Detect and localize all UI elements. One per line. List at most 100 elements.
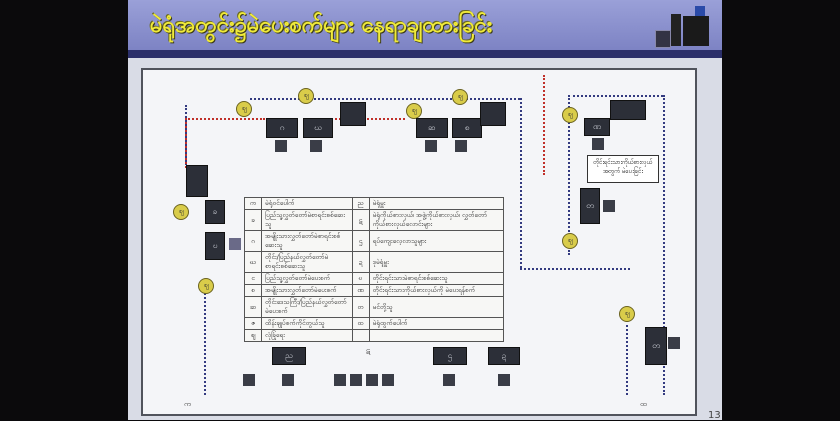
- legend-cell: ရပ်ကျေးလေ့လာသူများ: [368, 230, 505, 252]
- station-box: ဍ: [488, 347, 520, 365]
- legend-cell: မဲရုံဝင်ပေါက်: [261, 197, 353, 210]
- legend-row: ငပြည်သူ့လွှတ်တော်မဲပေးစက်ဎတိုင်းရင်းသားမ…: [244, 272, 505, 285]
- station-box: ဆ: [416, 118, 448, 138]
- official-seat: [603, 200, 615, 212]
- legend-cell: စ: [244, 284, 262, 297]
- station-box: ဌ: [433, 347, 467, 365]
- legend-cell: င: [244, 272, 262, 285]
- guard-marker: ဈ: [173, 204, 189, 220]
- legend-row: စအမျိုးသားလွှတ်တော်မဲပေးစက်ဏတိုင်းရင်းသာ…: [244, 284, 505, 297]
- path-line: [520, 98, 522, 268]
- legend-cell: ဎ: [351, 272, 370, 285]
- legend-row: ကမဲရုံဝင်ပေါက်ညမဲရုံမှူး: [244, 197, 505, 210]
- legend-cell: ခ: [244, 209, 262, 231]
- legend-cell: ည: [351, 197, 370, 210]
- guard-marker: ဈ: [406, 103, 422, 119]
- legend-cell: ဆ: [244, 296, 262, 318]
- official-seat: [668, 337, 680, 349]
- seat: [243, 374, 255, 386]
- official-seat: [310, 140, 322, 152]
- legend-cell: လုံခြုံရေး: [261, 329, 353, 342]
- guard-marker: ဈ: [236, 101, 252, 117]
- legend-cell: ထ: [351, 317, 370, 330]
- legend-cell: ဍ: [351, 251, 370, 273]
- legend-cell: ဈ: [244, 329, 262, 342]
- legend-cell: တိုင်းရင်းသားမဲစာရင်းစစ်ဆေးသူ: [368, 272, 505, 285]
- legend-cell: မဲရုံထွက်ပေါက်: [368, 317, 505, 330]
- machine-box: [186, 165, 208, 197]
- station-box: တ: [580, 188, 600, 224]
- station-box: ဂ: [266, 118, 298, 138]
- legend-cell: အမျိုးသားလွှတ်တော်မဲစာရင်းစစ်ဆေးသူ: [261, 230, 353, 252]
- legend-row: ခပြည်သူ့လွှတ်တော်မဲစာရင်းစစ်ဆေးသူဋမဲရုံက…: [244, 209, 505, 231]
- entry-label: က: [184, 400, 191, 408]
- path-line: [568, 95, 663, 97]
- station-box: စ: [452, 118, 482, 138]
- agent-seat: [350, 374, 362, 386]
- legend-cell: ထိန်းချုပ်စက်ကိုင်တွယ်သူ: [261, 317, 353, 330]
- station-box: ဎ: [205, 232, 225, 260]
- machine-box: [480, 102, 506, 126]
- agent-seat: [382, 374, 394, 386]
- legend-cell: တိုင်း/ပြည်နယ်လွှတ်တော်မဲစာရင်းစစ်ဆေးသူ: [261, 251, 353, 273]
- official-seat: [229, 238, 241, 250]
- legend-row: ဇထိန်းချုပ်စက်ကိုင်တွယ်သူထမဲရုံထွက်ပေါက်: [244, 317, 505, 330]
- legend-cell: ဂ: [244, 230, 262, 252]
- legend-cell: မဲရုံကိုယ်စားလှယ်၊ အဖွဲ့ကိုယ်စားလှယ်၊ လွ…: [368, 209, 505, 231]
- path-line: [520, 268, 630, 270]
- guard-marker: ဈ: [562, 233, 578, 249]
- legend-cell: မဲရုံမှူး: [368, 197, 505, 210]
- agent-seat: [334, 374, 346, 386]
- station-box: ည: [272, 347, 306, 365]
- station-box: ဃ: [303, 118, 333, 138]
- guard-marker: ဈ: [562, 107, 578, 123]
- legend-cell: [351, 329, 370, 342]
- path-line-red: [185, 118, 265, 120]
- guard-marker: ဈ: [619, 306, 635, 322]
- guard-marker: ဈ: [452, 89, 468, 105]
- path-line-red: [543, 75, 545, 175]
- guard-marker: ဈ: [198, 278, 214, 294]
- legend-cell: ပြည်သူ့လွှတ်တော်မဲပေးစက်: [261, 272, 353, 285]
- legend-cell: ဒုမဲရုံမှူး: [368, 251, 505, 273]
- legend-cell: ဃ: [244, 251, 262, 273]
- legend-row: ဃတိုင်း/ပြည်နယ်လွှတ်တော်မဲစာရင်းစစ်ဆေးသူ…: [244, 251, 505, 273]
- ethnic-vote-note: တိုင်းရင်းသားကိုယ်စားလှယ် အတွက် မဲပေးခြင…: [587, 155, 659, 183]
- legend-cell: ဋ: [351, 209, 370, 231]
- legend-cell: တိုင်းဒေသကြီး/ပြည်နယ်လွှတ်တော်မဲပေးစက်: [261, 296, 353, 318]
- legend-cell: ဌ: [351, 230, 370, 252]
- station-box: ဏ: [584, 118, 610, 136]
- legend-cell: တိုင်းရင်းသားကိုယ်စားလှယ်ကို မဲပေးရန်စက်: [368, 284, 505, 297]
- official-seat: [425, 140, 437, 152]
- official-seat: [275, 140, 287, 152]
- path-line: [626, 320, 628, 395]
- legend-cell: ဏ: [351, 284, 370, 297]
- guard-marker: ဈ: [298, 88, 314, 104]
- slide-title: မဲရုံအတွင်း၌မဲပေးစက်များ နေရာချထားခြင်း: [150, 13, 493, 38]
- legend-cell: အမျိုးသားလွှတ်တော်မဲပေးစက်: [261, 284, 353, 297]
- seat: [282, 374, 294, 386]
- seat: [498, 374, 510, 386]
- legend-row: ဈလုံခြုံရေး: [244, 329, 505, 342]
- legend-cell: ဇ: [244, 317, 262, 330]
- station-box: ခ: [205, 200, 225, 224]
- title-bar: မဲရုံအတွင်း၌မဲပေးစက်များ နေရာချထားခြင်း: [128, 0, 722, 50]
- title-divider: [128, 50, 722, 58]
- legend-row: ဆတိုင်းဒေသကြီး/ပြည်နယ်လွှတ်တော်မဲပေးစက်တ…: [244, 296, 505, 318]
- exit-station: တ: [645, 327, 667, 365]
- agents-label: ဋ: [366, 346, 370, 354]
- legend-cell: မင်တို့သူ: [368, 296, 505, 318]
- path-line: [568, 95, 570, 255]
- exit-label: ထ: [640, 400, 647, 408]
- path-line: [250, 98, 520, 100]
- legend-table: ကမဲရုံဝင်ပေါက်ညမဲရုံမှူးခပြည်သူ့လွှတ်တော…: [244, 197, 505, 342]
- page-number: 13: [708, 410, 721, 421]
- path-line-red: [185, 118, 187, 168]
- legend-cell: က: [244, 197, 262, 210]
- legend-row: ဂအမျိုးသားလွှတ်တော်မဲစာရင်းစစ်ဆေးသူဌရပ်က…: [244, 230, 505, 252]
- legend-cell: ပြည်သူ့လွှတ်တော်မဲစာရင်းစစ်ဆေးသူ: [261, 209, 353, 231]
- legend-cell: တ: [351, 296, 370, 318]
- agent-seat: [366, 374, 378, 386]
- path-line: [663, 95, 665, 395]
- machine-box: [340, 102, 366, 126]
